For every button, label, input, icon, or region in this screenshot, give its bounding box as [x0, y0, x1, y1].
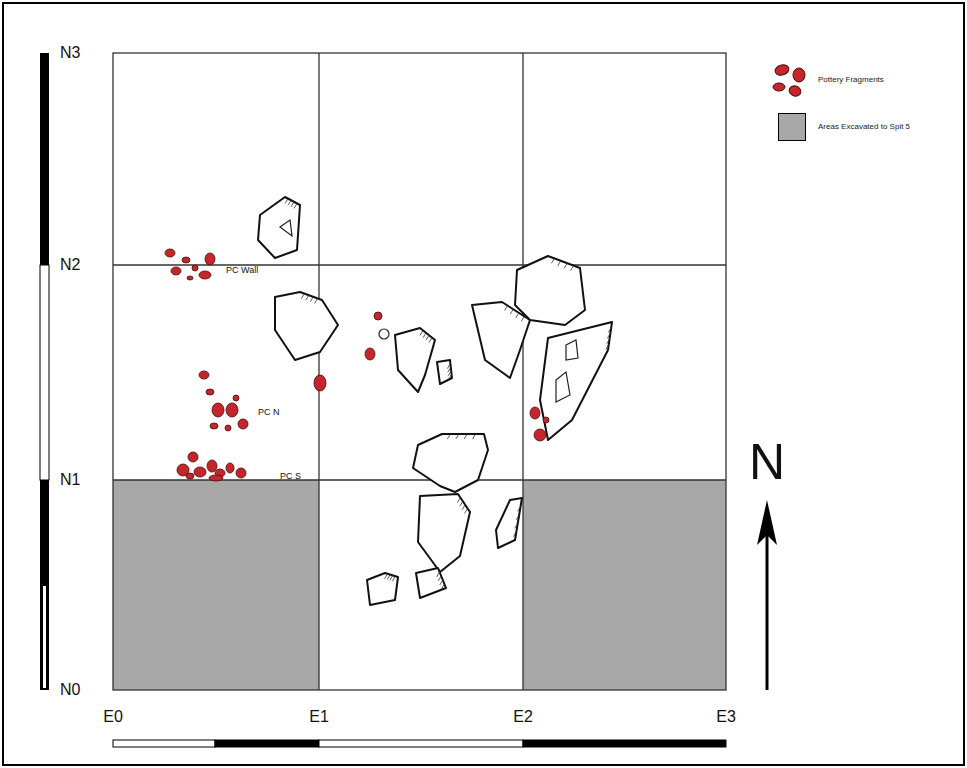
small-stone [379, 329, 389, 339]
stone [472, 302, 530, 378]
excavated-area [523, 480, 726, 690]
pottery-fragment [374, 312, 382, 320]
stone-hatching [606, 328, 611, 350]
cluster-label: PC Wall [226, 266, 258, 275]
stone-hatching [385, 574, 396, 581]
grid-label: N1 [60, 472, 80, 488]
pottery-fragment [207, 460, 217, 472]
stone-feature [556, 372, 570, 402]
pottery-fragment [209, 475, 223, 481]
stone [437, 360, 452, 384]
stone [418, 494, 470, 572]
stone [496, 498, 522, 548]
stone-hatching [447, 364, 451, 380]
pottery-fragment [534, 429, 546, 441]
pottery-fragment [194, 467, 206, 477]
pottery-fragment [206, 389, 214, 395]
cluster-label: PC N [258, 408, 280, 417]
pottery-fragment [205, 253, 215, 265]
pottery-fragment [192, 265, 198, 271]
grid-label: N3 [60, 45, 80, 61]
pottery-fragment [188, 452, 198, 462]
stone-hatching [551, 258, 573, 270]
pottery-fragment [199, 371, 209, 379]
pottery-fragment [226, 403, 238, 417]
stone [367, 573, 398, 605]
grid [113, 53, 726, 690]
pottery-fragment [210, 423, 218, 429]
pottery-fragment [182, 257, 190, 263]
pottery-fragment [238, 419, 248, 429]
stone [515, 256, 585, 325]
grid-label: E0 [103, 709, 123, 725]
pottery-fragment [225, 425, 231, 431]
stone-hatching [301, 294, 317, 304]
stone-hatching [457, 498, 467, 514]
pottery-fragment [314, 375, 326, 391]
stone [275, 292, 338, 360]
north-arrow [757, 500, 777, 690]
pottery-fragment [165, 249, 175, 257]
pottery-fragment [187, 276, 193, 280]
stone [413, 434, 488, 492]
pottery-fragment [186, 473, 194, 479]
grid-label: E3 [716, 709, 736, 725]
stone-hatching [420, 330, 432, 342]
scale-bar [113, 740, 726, 747]
frame [3, 3, 964, 765]
legend-text: Areas Excavated to Spit 5 [818, 123, 910, 131]
pottery-sample [773, 63, 805, 97]
excavated-area [113, 480, 319, 690]
stone-hatching [513, 506, 520, 536]
cluster-label: PC S [280, 472, 301, 481]
stone [395, 328, 435, 392]
pottery-fragment [365, 348, 375, 360]
pottery-fragment [226, 463, 234, 473]
pottery-fragment [530, 407, 540, 419]
stone-feature [280, 220, 292, 236]
legend-swatch [778, 113, 806, 141]
grid-label: E1 [309, 709, 329, 725]
north-label: N [749, 437, 785, 487]
grid-label: E2 [513, 709, 533, 725]
scale-bar [40, 53, 49, 690]
pottery-fragment [236, 468, 246, 478]
pottery-fragment [171, 267, 181, 275]
legend-text: Pottery Fragments [818, 76, 884, 84]
stone [540, 322, 612, 440]
stone-hatching [285, 199, 297, 209]
stone-hatching [447, 434, 475, 439]
grid-label: N2 [60, 257, 80, 273]
stone [258, 197, 300, 258]
stone-feature [566, 340, 578, 360]
pottery-fragment [199, 271, 211, 279]
pottery-fragment [233, 395, 239, 401]
stone [416, 568, 446, 598]
stone-hatching [505, 306, 525, 322]
pottery-fragment [212, 403, 224, 417]
grid-label: N0 [60, 682, 80, 698]
stone-hatching [437, 572, 445, 589]
pottery-fragment [543, 417, 549, 423]
